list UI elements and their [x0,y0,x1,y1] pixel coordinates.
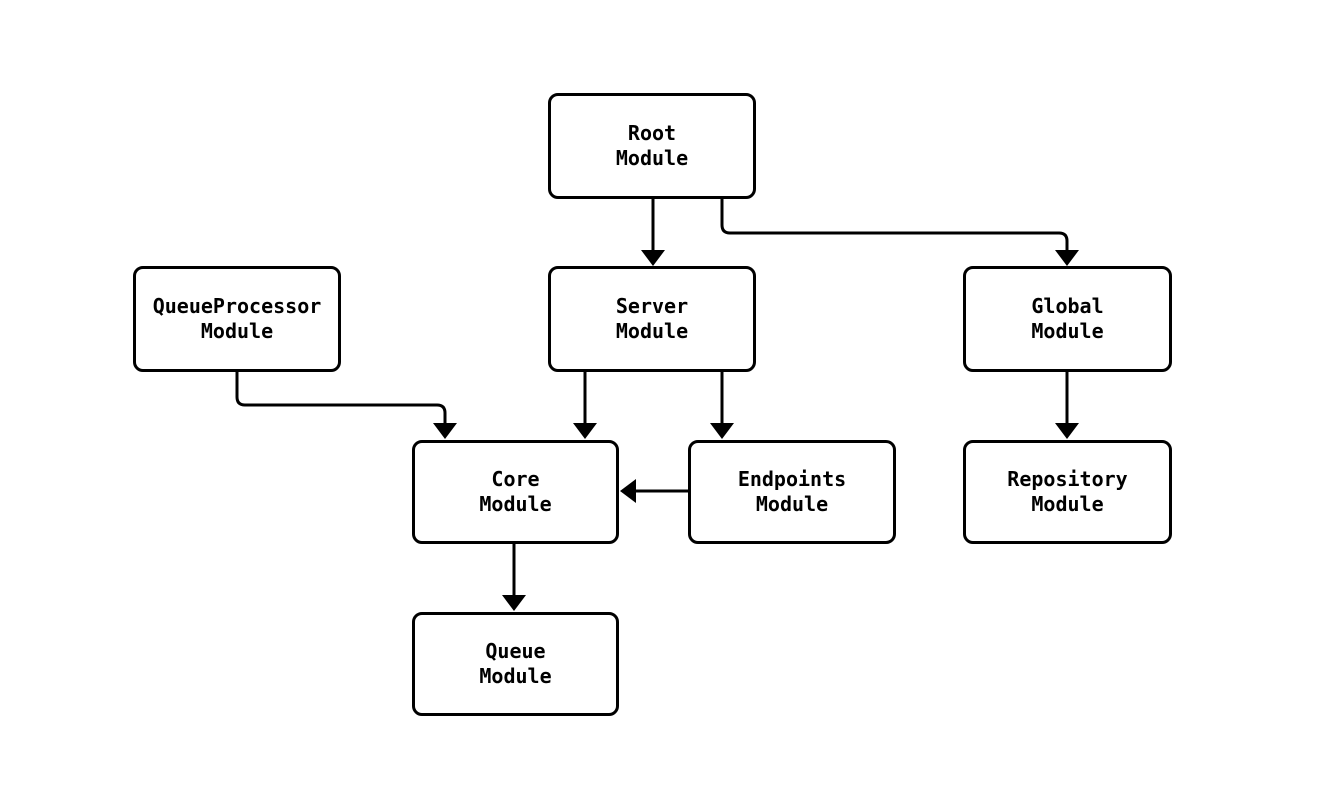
node-core-module-label: Core Module [479,467,552,516]
node-global-module-label: Global Module [1031,294,1104,343]
node-repository-module-label: Repository Module [1007,467,1128,516]
node-server-module: Server Module [548,266,756,372]
node-endpoints-module: Endpoints Module [688,440,896,544]
node-server-module-label: Server Module [615,294,689,343]
node-endpoints-module-label: Endpoints Module [737,467,847,516]
edge-root-to-global [720,199,1079,266]
node-queue-module-label: Queue Module [479,639,552,688]
node-queueprocessor-module: QueueProcessor Module [133,266,341,372]
node-global-module: Global Module [963,266,1172,372]
node-root-module-label: Root Module [615,121,689,170]
node-core-module: Core Module [412,440,619,544]
node-queueprocessor-module-label: QueueProcessor Module [152,294,322,343]
node-queue-module: Queue Module [412,612,619,716]
node-root-module: Root Module [548,93,756,199]
node-repository-module: Repository Module [963,440,1172,544]
edge-queueprocessor-to-core [235,372,457,439]
